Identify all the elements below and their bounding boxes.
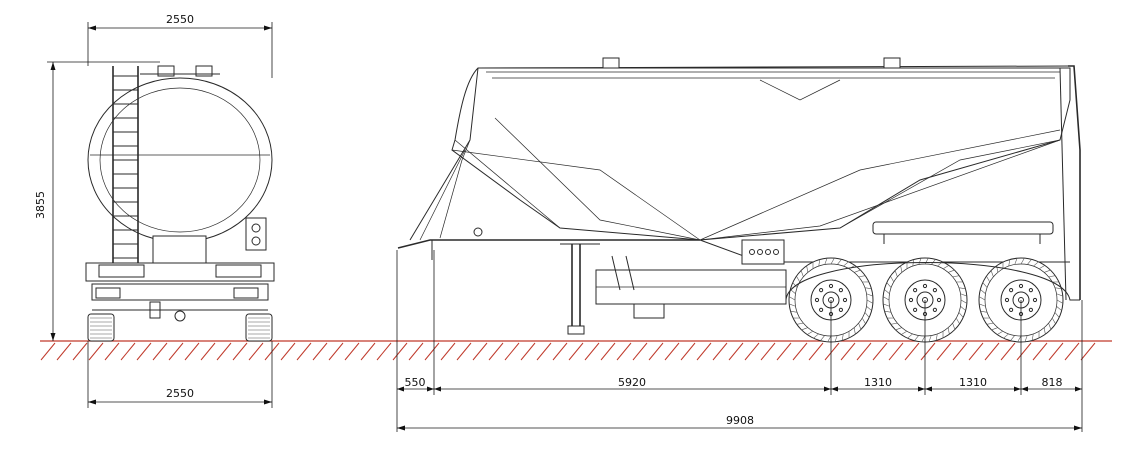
- ground: [40, 340, 1112, 361]
- side-view: [397, 57, 1081, 343]
- dim-seg-2: 5920: [618, 376, 646, 389]
- dim-bottom-width: 2550: [166, 387, 194, 400]
- landing-gear: [560, 243, 600, 335]
- front-view: [85, 65, 275, 342]
- rear-lamp-box: [245, 217, 267, 251]
- top-walkway: [477, 65, 1073, 69]
- valve-left: [149, 301, 161, 319]
- dim-seg-1: 550: [405, 376, 426, 389]
- bumper-lamp-left: [95, 287, 121, 299]
- bumper: [91, 283, 269, 301]
- chassis-front: [397, 239, 700, 249]
- tank-body: [451, 67, 1071, 241]
- front-view-tires: [87, 313, 273, 342]
- side-wheels: [788, 257, 1064, 343]
- mudguard: [785, 262, 1080, 301]
- front-strut: [409, 67, 479, 241]
- ground-hatching: [40, 342, 1096, 361]
- rear-ladder: [112, 66, 139, 280]
- rear-lamp-2: [251, 236, 261, 246]
- dim-overall: 9908: [726, 414, 754, 427]
- hitch-valve: [174, 310, 186, 322]
- dim-seg-5: 818: [1042, 376, 1063, 389]
- dim-top-width: 2550: [166, 13, 194, 26]
- rear-lamp-1: [251, 223, 261, 233]
- top-hatch-1: [157, 65, 175, 77]
- top-hatch-2: [195, 65, 213, 77]
- side-hatch-1: [602, 57, 620, 69]
- side-hatch-2: [883, 57, 901, 69]
- dim-height: 3855: [34, 191, 47, 219]
- dim-seg-3: 1310: [864, 376, 892, 389]
- bumper-lamp-right: [233, 287, 259, 299]
- right-lamp-bar: [215, 264, 262, 278]
- front-dimensions: 2550 3855 2550: [34, 13, 273, 408]
- bottom-valve: [633, 303, 665, 319]
- side-dimensions: 550 5920 1310 1310 818 9908: [396, 250, 1083, 432]
- rear-panel: [152, 235, 207, 265]
- tank-inner-circle: [99, 87, 261, 233]
- side-guard: [872, 221, 1054, 235]
- rear-ladder-side: [1068, 65, 1081, 300]
- dim-seg-4: 1310: [959, 376, 987, 389]
- left-lamp-bar: [98, 264, 145, 278]
